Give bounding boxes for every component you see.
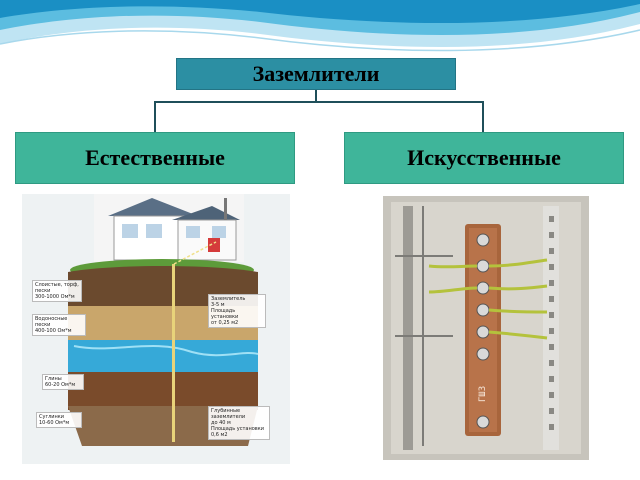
- diagram-title-box: Заземлители: [176, 58, 456, 90]
- callout-loam-text: Суглинки 10-60 Ом*м: [39, 414, 70, 426]
- artificial-branch-box: Искусственные: [344, 132, 624, 184]
- artificial-branch-label: Искусственные: [407, 145, 561, 170]
- grounding-busbar-photo: ГШЗ: [383, 196, 589, 460]
- natural-branch-box: Естественные: [15, 132, 295, 184]
- natural-branch-label: Естественные: [85, 145, 225, 170]
- connector-right-drop: [482, 101, 484, 132]
- busbar-graphic: [383, 196, 589, 460]
- callout-rod-shallow: Заземлитель 3-5 м Площадь установки от 0…: [208, 294, 266, 328]
- callout-rod-deep-text: Глубинные заземлители до 40 м Площадь ус…: [211, 408, 265, 438]
- callout-loam-peat: Слоистые, торф, пески 300-1000 Ом*м: [32, 280, 82, 302]
- callout-loam-peat-text: Слоистые, торф, пески 300-1000 Ом*м: [35, 282, 79, 300]
- callout-clay-text: Глины 60-20 Ом*м: [45, 376, 76, 388]
- soil-grounding-illustration: Слоистые, торф, пески 300-1000 Ом*м Зазе…: [22, 194, 290, 464]
- wave-header-decoration: [0, 0, 640, 52]
- connector-left-drop: [154, 101, 156, 132]
- callout-loam: Суглинки 10-60 Ом*м: [36, 412, 82, 428]
- busbar-label: ГШЗ: [473, 364, 493, 424]
- diagram-title: Заземлители: [252, 61, 380, 86]
- callout-rod-shallow-text: Заземлитель 3-5 м Площадь установки от 0…: [211, 296, 246, 326]
- callout-aquifer-sand-text: Водоносные пески 400-100 Ом*м: [35, 316, 72, 334]
- connector-horizontal: [154, 101, 484, 103]
- connector-vertical-main: [315, 90, 317, 102]
- callout-aquifer-sand: Водоносные пески 400-100 Ом*м: [32, 314, 86, 336]
- callout-clay: Глины 60-20 Ом*м: [42, 374, 84, 390]
- callout-rod-deep: Глубинные заземлители до 40 м Площадь ус…: [208, 406, 270, 440]
- busbar-label-text: ГШЗ: [477, 385, 488, 403]
